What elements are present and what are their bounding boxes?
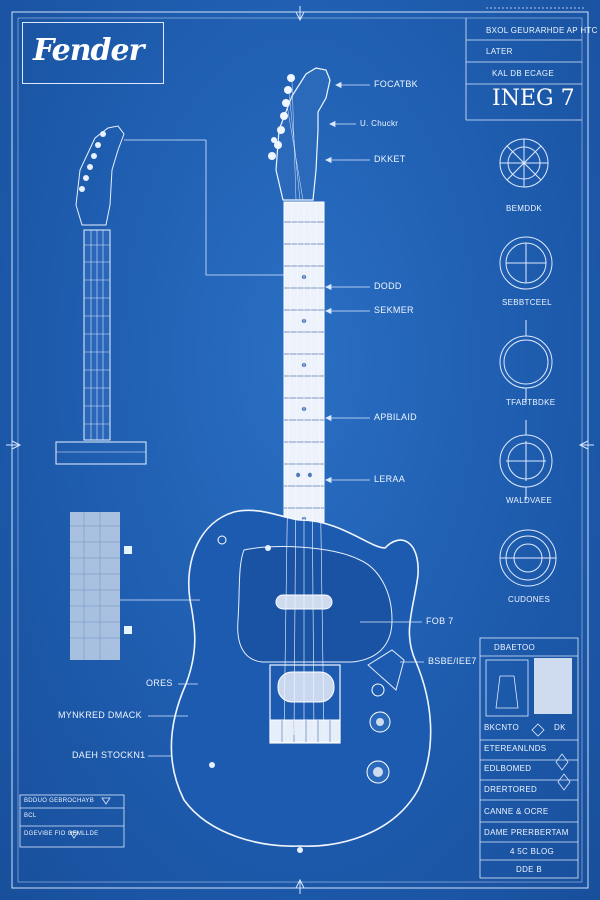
spec-row-5-label: CANNE & OCRE — [484, 807, 549, 816]
spec-row-1-value: DK — [554, 723, 566, 732]
detail-label-4: WALDVAEE — [506, 496, 552, 505]
spec-row-3-label: EDLBOMED — [484, 764, 532, 773]
callout-pickguard: FOB 7 — [426, 616, 454, 626]
callout-fret: SEKMER — [374, 305, 414, 315]
tuning-pegs — [268, 74, 295, 160]
callout-inlay: LERAA — [374, 474, 406, 484]
callout-body-low: DAEH STOCKN1 — [72, 750, 146, 760]
bridge-pickup — [277, 671, 335, 703]
callout-lines — [120, 81, 424, 757]
callout-headstock: FOCATBK — [374, 79, 418, 89]
title-block-frame — [465, 7, 586, 121]
callout-tuner: U. Chuckr — [360, 119, 399, 128]
callout-fretboard: APBILAID — [374, 412, 417, 422]
control-plate — [366, 649, 405, 784]
detail-label-1: BEMDDK — [506, 204, 543, 213]
headstock-strings — [286, 79, 304, 201]
detail-circle-5 — [499, 529, 557, 587]
spec-row-8-label: DDE B — [516, 865, 542, 874]
bottom-box-row-1: BDDUO GEBROCHAYB — [24, 798, 95, 804]
title-line-3: KAL DB ECAGE — [492, 69, 554, 78]
spec-row-1-label: BKCNTO — [484, 723, 519, 732]
title-line-1: BXOL GEURARHDE AP HTC — [486, 26, 598, 35]
callout-bridge-pickup: BSBE/IEE7 — [428, 656, 477, 666]
strings — [283, 201, 325, 736]
callout-body-left: ORES — [146, 678, 173, 688]
spec-panel-frame — [479, 637, 579, 879]
detail-circle-3 — [499, 320, 553, 402]
detail-label-2: SEBBTCEEL — [502, 298, 552, 307]
main-guitar — [170, 67, 432, 853]
detail-label-5: CUDONES — [508, 595, 551, 604]
detail-circle-2 — [499, 236, 553, 290]
title-line-2: LATER — [486, 47, 513, 56]
bottom-left-box-frame — [19, 794, 125, 848]
spec-row-6-label: DAME PRERBERTAM — [484, 828, 569, 837]
callout-body-mid: MYNKRED DMACK — [58, 710, 142, 720]
spec-row-4-label: DRERTORED — [484, 785, 538, 794]
spec-panel-header: DBAETOO — [494, 643, 536, 652]
callout-nut: DKKET — [374, 154, 406, 164]
model-title: INEG 7 — [492, 86, 575, 111]
bridge-saddles — [269, 719, 341, 743]
spec-row-2-label: ETEREANLNDS — [484, 744, 547, 753]
detail-label-3: TFABTBDKE — [506, 398, 556, 407]
registration-marks — [6, 6, 594, 894]
fender-logo: Fender — [33, 33, 144, 68]
body-section-block — [70, 512, 132, 660]
logo-frame: Fender — [22, 22, 164, 84]
spec-row-7-label: 4 5C BLOG — [510, 847, 555, 856]
bottom-box-row-3: DGEVIBE FIO GEMLLDE — [24, 831, 99, 837]
callout-neck: DODD — [374, 281, 402, 291]
detail-circle-1 — [499, 138, 549, 188]
bottom-box-row-2: BCL — [24, 813, 37, 819]
headstock — [275, 67, 331, 201]
detail-circle-4 — [499, 420, 553, 500]
side-view-guitar — [55, 125, 147, 465]
detail-circles — [499, 138, 557, 587]
